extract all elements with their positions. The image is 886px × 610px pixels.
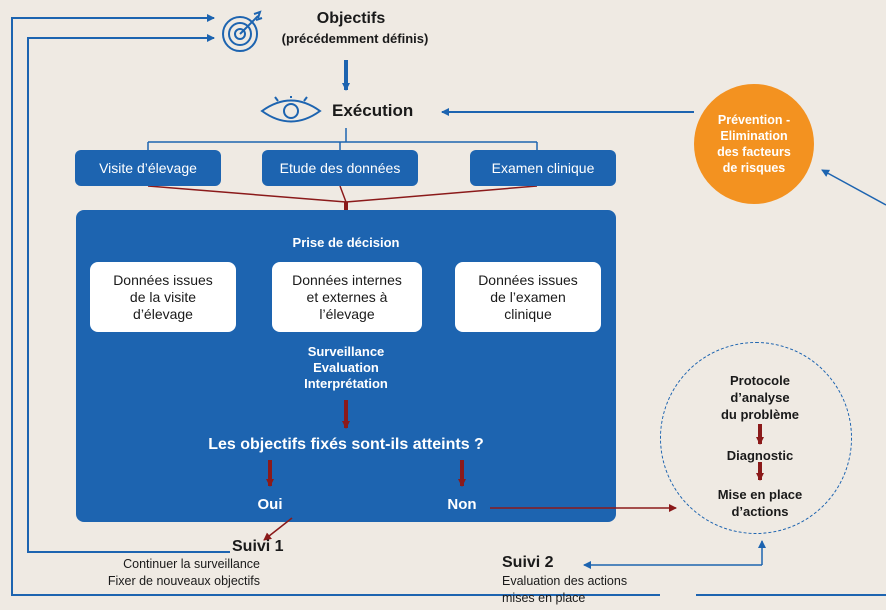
prevention-circle: Prévention - Elimination des facteurs de… bbox=[694, 84, 814, 204]
eye-icon bbox=[260, 96, 322, 123]
question-text: Les objectifs fixés sont-ils atteints ? bbox=[208, 436, 484, 453]
diagnostic-text: Diagnostic bbox=[726, 448, 794, 463]
actions-text: Mise en place d’actions bbox=[717, 487, 803, 519]
execution-label: Exécution bbox=[332, 101, 414, 120]
panel-title: Prise de décision bbox=[292, 235, 400, 250]
analysis-text: Surveillance Evaluation Interprétation bbox=[304, 344, 388, 391]
answer-oui: Oui bbox=[257, 496, 283, 513]
suivi1-text: Continuer la surveillance Fixer de nouve… bbox=[107, 557, 260, 588]
objectifs-subtitle: (précédemment définis) bbox=[281, 31, 429, 46]
suivi2-title: Suivi 2 bbox=[502, 554, 554, 571]
target-icon bbox=[222, 10, 263, 52]
protocol-text: Protocole d’analyse du problème bbox=[720, 373, 799, 422]
outer-loop-suivi2 bbox=[11, 14, 660, 596]
objectifs-title: Objectifs bbox=[316, 10, 386, 27]
suivi2-text: Evaluation des actions mises en place bbox=[502, 574, 628, 605]
arrow-right-prevention bbox=[821, 169, 886, 206]
panel-arrows bbox=[266, 400, 466, 487]
problem-circle bbox=[660, 342, 852, 534]
step-etude-donnees: Etude des données bbox=[262, 150, 418, 186]
arrow-oui-suivi1 bbox=[263, 517, 293, 541]
suivi1-title: Suivi 1 bbox=[232, 538, 284, 555]
step-examen-clinique: Examen clinique bbox=[470, 150, 616, 186]
step-visite-elevage: Visite d’élevage bbox=[75, 150, 221, 186]
answer-non: Non bbox=[447, 496, 477, 513]
inner-loop-suivi1 bbox=[27, 34, 230, 553]
